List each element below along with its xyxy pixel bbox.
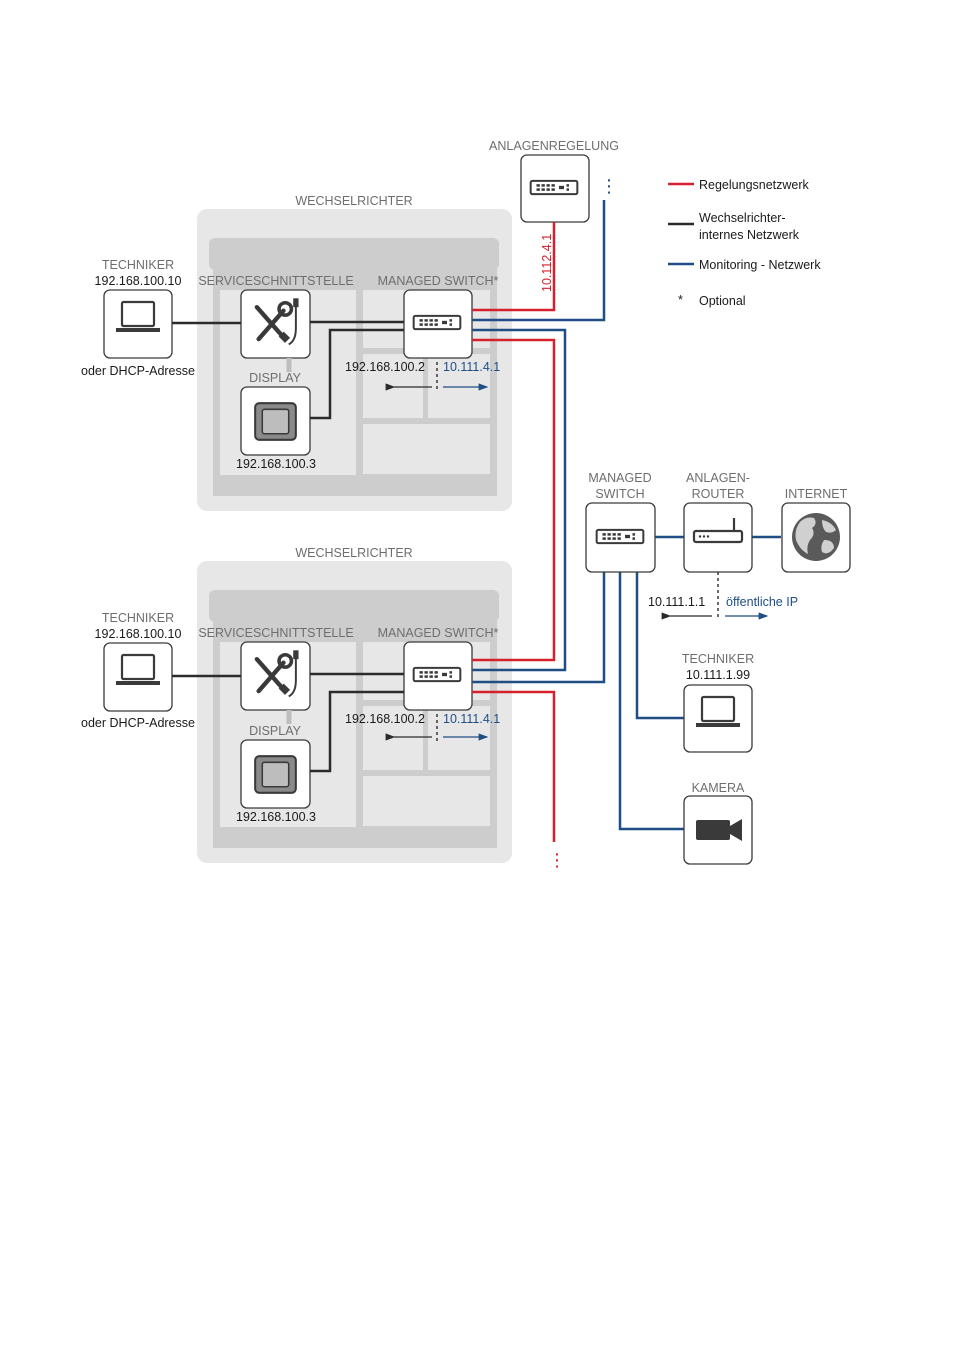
service-title: SERVICESCHNITTSTELLE: [198, 274, 353, 288]
network-lines: [472, 200, 781, 842]
router-title-line1: ANLAGEN-: [686, 471, 750, 485]
camera-icon: [696, 819, 742, 841]
globe-icon: [792, 513, 840, 561]
continuation-dots: ⋮: [548, 850, 566, 870]
legend-intern-line2: internes Netzwerk: [699, 228, 800, 242]
line-switch-kamera: [618, 572, 684, 831]
line-regelung-chain: [472, 338, 556, 662]
service-title: SERVICESCHNITTSTELLE: [198, 626, 353, 640]
line-monitoring-switch: [472, 572, 606, 684]
service-interface-box[interactable]: [240, 289, 311, 359]
inverter-title: WECHSELRICHTER: [295, 546, 412, 560]
inverter-module-top: [209, 590, 499, 622]
line-regelung-down: [472, 690, 556, 842]
techniker-title: TECHNIKER: [102, 611, 174, 625]
legend-intern-line1: Wechselrichter-: [699, 211, 786, 225]
anlagenregelung-title: ANLAGENREGELUNG: [489, 139, 619, 153]
switch-title: MANAGED SWITCH*: [378, 274, 499, 288]
legend-regelung: Regelungsnetzwerk: [699, 178, 810, 192]
switch-icon: [529, 179, 579, 196]
line-monitoring-top: [472, 200, 606, 322]
line-monitoring-chain: [472, 328, 567, 672]
switch-icon: [412, 666, 462, 683]
techniker-alt: oder DHCP-Adresse: [81, 716, 195, 730]
legend: Regelungsnetzwerk Wechselrichter- intern…: [668, 178, 821, 308]
display-title: DISPLAY: [249, 724, 302, 738]
switch-icon: [412, 314, 462, 331]
techniker-title: TECHNIKER: [102, 258, 174, 272]
switch-icon: [595, 528, 645, 545]
public-ip: öffentliche IP: [726, 595, 798, 609]
techniker-alt: oder DHCP-Adresse: [81, 364, 195, 378]
inverter-title: WECHSELRICHTER: [295, 194, 412, 208]
display-title: DISPLAY: [249, 371, 302, 385]
legend-optional-mark: *: [678, 293, 683, 307]
anlagenregelung-ip: 10.112.4.1: [540, 234, 554, 292]
techniker-laptop-box[interactable]: [683, 684, 753, 753]
line-switch-techniker: [635, 572, 684, 720]
continuation-dots: ⋮: [600, 176, 618, 196]
display-ip: 192.168.100.3: [236, 810, 316, 824]
switch-ip-internal: 192.168.100.2: [345, 360, 425, 374]
switch-title: MANAGED SWITCH*: [378, 626, 499, 640]
router-title-line2: ROUTER: [692, 487, 745, 501]
switch-ip-monitoring: 10.111.4.1: [443, 360, 500, 374]
techniker-title: TECHNIKER: [682, 652, 754, 666]
switch-ip-monitoring: 10.111.4.1: [443, 712, 500, 726]
router-ip: 10.111.1.1: [648, 595, 705, 609]
line-display-switch: [310, 328, 404, 420]
techniker-laptop-box[interactable]: [103, 642, 173, 712]
anlagenregelung: ANLAGENREGELUNG ⋮ 10.112.4.1: [489, 139, 619, 292]
switch-ip-internal: 192.168.100.2: [345, 712, 425, 726]
techniker-ip: 192.168.100.10: [95, 274, 182, 288]
display-ip: 192.168.100.3: [236, 457, 316, 471]
inverter-2: WECHSELRICHTER SERVICESCHNITTSTELLE MANA…: [81, 546, 566, 870]
legend-optional: Optional: [699, 294, 746, 308]
kamera-title: KAMERA: [692, 781, 745, 795]
monitoring-side: MANAGED SWITCH ANLAGEN- ROUTER INTERNET …: [585, 471, 851, 865]
techniker-ip: 10.111.1.99: [686, 668, 750, 682]
techniker-ip: 192.168.100.10: [95, 627, 182, 641]
line-regelung-top: [472, 222, 556, 312]
switch-title-line2: SWITCH: [595, 487, 644, 501]
router-icon: [692, 518, 744, 544]
inverter-1: WECHSELRICHTER SERVICESCHNITTSTELLE MANA…: [81, 194, 512, 511]
inverter-slot-c: [363, 776, 490, 826]
line-display-switch: [310, 690, 404, 773]
legend-monitoring: Monitoring - Netzwerk: [699, 258, 821, 272]
inverter-slot-c: [363, 424, 490, 474]
internet-title: INTERNET: [785, 487, 848, 501]
service-interface-box[interactable]: [240, 641, 311, 711]
display-icon: [254, 402, 297, 441]
display-icon: [254, 755, 297, 794]
techniker-laptop-box[interactable]: [103, 289, 173, 359]
inverter-module-top: [209, 238, 499, 270]
switch-title-line1: MANAGED: [588, 471, 651, 485]
